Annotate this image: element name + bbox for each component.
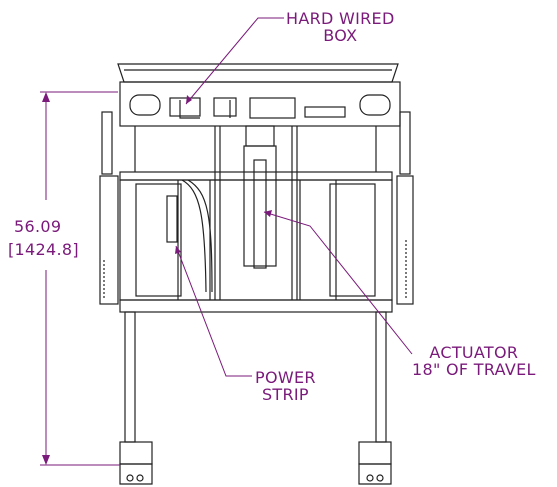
equipment-frame: [99, 63, 414, 485]
dimension-metric-bracketed: [1424.8]: [8, 241, 79, 258]
callout-actuator-line2: 18" OF TRAVEL: [412, 360, 536, 379]
callout-power-strip-line1: POWER: [255, 368, 316, 387]
callout-power-strip-line2: STRIP: [261, 385, 309, 404]
callout-hard-wired-box-line1: HARD WIRED: [286, 9, 395, 28]
callout-hard-wired-box: HARD WIRED BOX: [286, 10, 395, 44]
callout-actuator-line1: ACTUATOR: [429, 343, 519, 362]
dimension-imperial: 56.09: [14, 217, 62, 236]
callout-actuator: ACTUATOR 18" OF TRAVEL: [412, 344, 536, 378]
bracket-open: [: [8, 240, 15, 259]
dimension-label: 56.09 [1424.8]: [8, 218, 79, 258]
dimension-line: [40, 91, 120, 466]
callout-hard-wired-box-line2: BOX: [323, 26, 358, 45]
bracket-close: ]: [72, 240, 79, 259]
callout-power-strip: POWER STRIP: [255, 369, 316, 403]
callout-leaders: [175, 17, 413, 377]
dimension-metric: 1424.8: [14, 240, 73, 259]
